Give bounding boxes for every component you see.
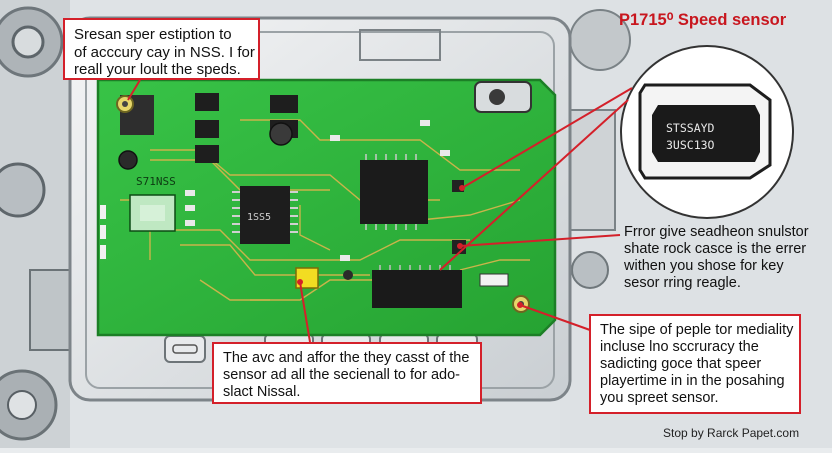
oscillator-component xyxy=(474,81,532,113)
callout-bottom-right: The sipe of peple tor mediality incluse … xyxy=(589,314,801,414)
heading: P1715⁰ Speed sensor xyxy=(619,11,787,29)
small-capacitor xyxy=(343,270,353,280)
callout-right-line-3: withen you shose for key xyxy=(624,258,784,275)
callout-top-line-3: reall your loult the speds. xyxy=(74,61,241,79)
callout-bottom-right-line-3: sadicting goce that speer xyxy=(600,356,762,373)
callout-top-line-1: Sresan sper estiption to xyxy=(74,26,232,43)
board-label: S71NSS xyxy=(136,175,176,188)
callout-top-left: Sresan sper estiption to of acccury cay … xyxy=(63,18,260,80)
callout-right-line-4: sesor rring reagle. xyxy=(624,275,741,292)
callout-right-line-1: Frror give seadheon snulstor xyxy=(624,224,809,240)
callout-middle-line-3: slact Nissal. xyxy=(223,384,301,401)
ic-chip: 1SS5 xyxy=(232,186,298,244)
callout-middle-line-1: The avc and affor the they casst of the xyxy=(223,350,470,366)
callout-right-line-2: shate rock casce is the errer xyxy=(624,241,807,258)
board-connector-cluster xyxy=(118,93,298,170)
callout-leader-dots xyxy=(297,185,523,308)
sensor-connector-line-1: STSSAYD xyxy=(666,121,715,135)
callout-bottom-right-line-2: incluse lno sccruracy the xyxy=(600,339,759,356)
callout-bottom-right-line-1: The sipe of peple tor mediality xyxy=(600,322,794,338)
microcontroller xyxy=(360,154,428,230)
ic-chip-label: 1SS5 xyxy=(247,212,271,223)
yellow-capacitor xyxy=(295,267,319,289)
callout-right: Frror give seadheon snulstor shate rock … xyxy=(620,222,809,292)
callout-leaders xyxy=(127,79,633,343)
footer-credit: Stop by Rarck Papet.com xyxy=(663,426,800,440)
callout-middle-line-2: sensor ad all the secienall to for ado- xyxy=(223,367,460,384)
sensor-connector-line-2: 3USC13O xyxy=(666,138,715,152)
left-machinery xyxy=(0,0,71,448)
wiring-connector xyxy=(372,265,509,308)
callout-top-line-2: of acccury cay in NSS. I for xyxy=(74,43,255,61)
callout-bottom-right-line-4: playertime in in the posahing xyxy=(600,373,785,390)
passive-components xyxy=(100,120,450,261)
callout-middle: The avc and affor the they casst of the … xyxy=(212,342,482,404)
callout-bottom-right-line-5: you spreet sensor. xyxy=(600,390,719,407)
speed-sensor-magnifier: STSSAYD 3USC13O xyxy=(620,45,794,219)
